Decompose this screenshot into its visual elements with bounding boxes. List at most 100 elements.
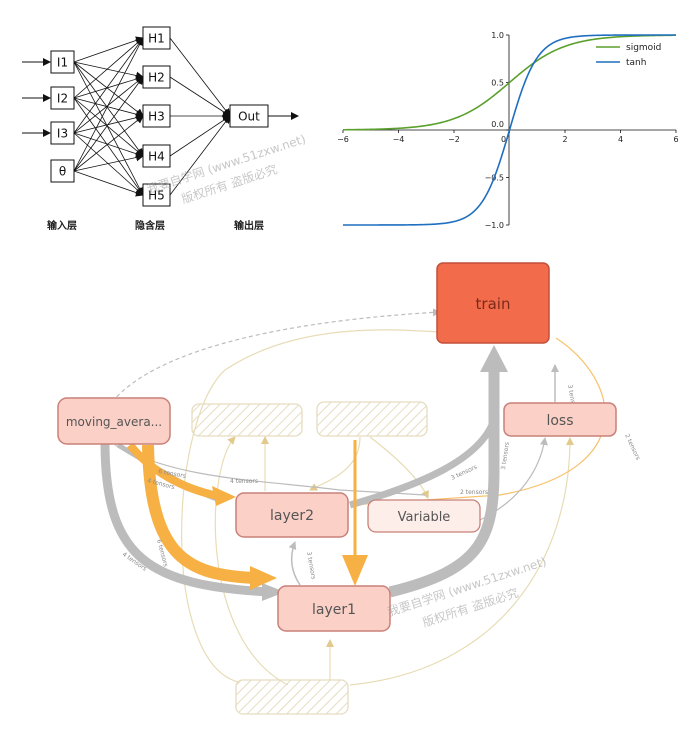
x-tick-label: 2 [562,135,567,144]
graph-node-layer2-label: layer2 [270,508,314,524]
nn-node-h3: H3 [142,104,171,128]
graph-node-moving-average[interactable]: moving_avera... [57,397,171,445]
edge-ma-to-train [111,308,441,403]
graph-node-moving-average-label: moving_avera... [66,415,162,429]
nn-edge [73,37,144,99]
graph-node-layer2[interactable]: layer2 [235,492,349,538]
x-tick-label: −4 [393,135,405,144]
nn-edge [169,76,231,117]
nn-edge [73,76,144,172]
edge-ma-to-layer1-gray [100,441,269,597]
edge-ma-to-layer2-orange [126,442,219,500]
graph-edges [100,308,606,686]
nn-edge [73,153,144,172]
nn-caption-input-layer: 输入层 [47,219,77,232]
series-line-sigmoid [342,34,677,131]
nn-edge [73,97,144,157]
graph-node-train[interactable]: train [436,262,550,344]
x-tick-label: 6 [673,135,678,144]
edge-hatch-b-to-layer2 [309,436,361,491]
y-tick-label: −1.0 [485,221,504,230]
nn-edge [73,36,144,63]
nn-edge [73,61,144,196]
nn-node-theta: θ [50,159,75,183]
nn-edge [73,132,144,196]
y-tick-label: 0.5 [491,79,504,88]
nn-node-i1: I1 [50,50,75,74]
nn-edge [73,37,144,172]
edge-label-layer1-layer2: 3 tensors [305,551,317,580]
edge-train-arrowhead [480,345,508,372]
edge-ma-to-layer1-orange [142,444,256,584]
edge-bottom-to-train [181,329,441,683]
y-tick-label: 1.0 [491,31,504,40]
edge-bottom-to-hatch-a [214,436,289,686]
nn-label-out: Out [238,110,260,124]
chart-legend: sigmoid tanh [596,43,661,68]
graph-node-train-label: train [476,295,511,313]
nn-label-h3: H3 [148,110,165,124]
edge-bottom-to-loss [349,437,574,686]
nn-label-h5: H5 [148,189,165,203]
nn-edge [73,37,144,134]
edge-ma-layer2-orange-arrowhead [212,486,236,506]
graph-node-layer1[interactable]: layer1 [277,585,391,632]
nn-node-out: Out [229,104,269,128]
nn-input-arrows [22,58,299,137]
nn-node-h5: H5 [142,183,171,207]
nn-node-i2: I2 [50,86,75,110]
nn-edge [169,37,231,117]
graph-node-variable-label: Variable [398,510,451,525]
graph-node-variable[interactable]: Variable [367,499,481,533]
edge-ma-layer1-orange-arrowhead [250,566,277,590]
nn-edge [169,115,231,157]
edge-hatch-layer1-arrowhead [342,555,368,586]
edge-label-train-out: 2 tensors [623,433,641,461]
nn-node-h4: H4 [142,144,171,168]
edge-label-ma-layer2-c: 6 tensors [158,468,187,480]
nn-connections [73,36,231,197]
graph-node-loss-label: loss [546,413,573,429]
graph-node-hatched-b[interactable] [316,401,428,437]
graph-node-hatched-a[interactable] [191,403,303,437]
nn-node-i3: I3 [50,121,75,145]
nn-caption-output-layer: 输出层 [234,219,264,232]
legend-label-tanh: tanh [626,58,646,68]
nn-label-theta: θ [59,165,66,179]
nn-edge [169,115,231,196]
nn-node-h1: H1 [142,26,171,50]
legend-label-sigmoid: sigmoid [626,43,661,53]
edge-layer1-to-layer2 [288,541,301,586]
series-line-tanh [343,34,676,226]
nn-label-h1: H1 [148,32,165,46]
x-tick-label: −6 [337,135,349,144]
edge-layer1-to-train [388,372,500,598]
nn-edge [73,115,144,172]
graph-node-hatched-c[interactable] [235,679,349,715]
nn-edge [73,132,144,158]
nn-label-i3: I3 [57,127,68,141]
nn-node-h2: H2 [142,65,171,89]
nn-label-i1: I1 [57,56,68,70]
graph-node-loss[interactable]: loss [503,402,617,437]
watermark-bottom: 我要自学网 (www.51zxw.net) 版权所有 盗版必究 [385,553,548,629]
nn-edge [73,61,144,157]
nn-edge [73,61,144,80]
edge-hatch-b-to-variable [369,436,429,499]
x-tick-label: 4 [618,135,623,144]
edge-label-ma-variable: 4 tensors [230,478,258,485]
nn-edge [73,97,144,119]
x-tick-label: 0 [501,135,506,144]
edge-label-variable-loss: 2 tensors [460,489,488,496]
y-tick-label: 0.0 [491,120,504,129]
nn-edge [73,170,144,197]
nn-label-h4: H4 [148,150,165,164]
nn-caption-hidden-layer: 隐含层 [135,219,165,232]
nn-label-i2: I2 [57,92,68,106]
graph-node-layer1-label: layer1 [312,602,356,618]
edge-ma-layer1-arrowhead [262,583,285,601]
nn-edge [73,75,144,99]
nn-edge [73,97,144,196]
